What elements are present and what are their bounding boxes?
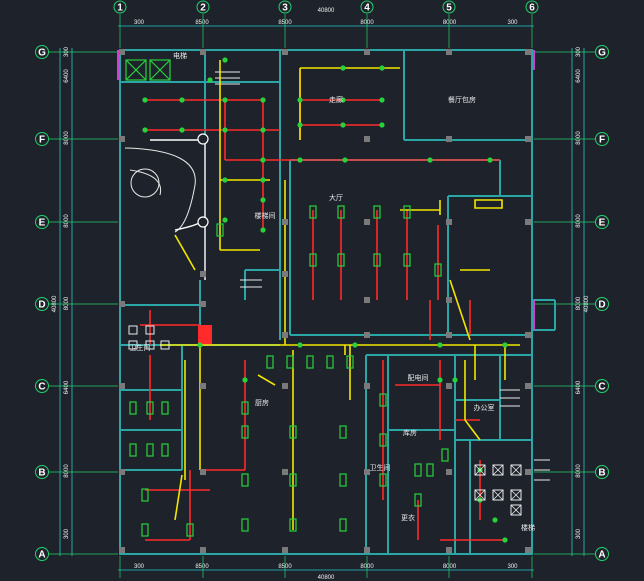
grid-label-col: 4 — [364, 3, 370, 14]
grid-bubble-row — [595, 132, 609, 146]
distribution-panel — [198, 325, 212, 345]
room-label: 楼梯 — [521, 523, 535, 532]
grid-bubble-row — [595, 465, 609, 479]
grid-label-row: G — [598, 48, 606, 59]
grid-label-row: B — [598, 468, 605, 479]
room-label: 办公室 — [474, 403, 495, 412]
grid-bubble-col — [278, 0, 292, 14]
right-dimension: 8000 — [576, 296, 582, 310]
grid-label-col: 5 — [446, 3, 452, 14]
bottom-dimension: 300 — [507, 564, 518, 570]
grid-label-col: 2 — [200, 3, 206, 14]
grid-bubble-row — [35, 45, 49, 59]
left-dimension: 6400 — [64, 380, 70, 394]
room-label: 厨房 — [255, 398, 269, 407]
grid-label-col: 3 — [282, 3, 288, 14]
yellow-circuits — [160, 60, 520, 530]
right-dimension: 6400 — [576, 69, 582, 83]
white-circuits — [150, 133, 209, 280]
bottom-dimension: 300 — [134, 564, 145, 570]
left-dimension: 6400 — [64, 69, 70, 83]
grid-bubble-row — [35, 465, 49, 479]
room-label: 更衣 — [401, 513, 415, 522]
grid-bubble-col — [442, 0, 456, 14]
grid-bubble-row — [35, 297, 49, 311]
stairs — [124, 71, 550, 481]
room-label: 电梯 — [173, 51, 187, 60]
top-dimension: 8500 — [195, 20, 209, 26]
grid-bubble-col — [113, 0, 127, 14]
grid-label-row: C — [598, 382, 605, 393]
room-label: 走廊 — [329, 95, 343, 104]
left-dimension: 8000 — [64, 214, 70, 228]
grid-axis-lines — [48, 14, 596, 578]
room-labels: 电梯走廊餐厅包房大厅楼梯间卫生间厨房配电间库房办公室卫生间更衣楼梯 — [130, 51, 536, 532]
grid-bubble-row — [595, 215, 609, 229]
grid-bubble-row — [595, 297, 609, 311]
grid-bubble-col — [360, 0, 374, 14]
red-circuits — [140, 70, 505, 541]
room-label: 卫生间 — [370, 463, 391, 472]
grid-bubble-col — [525, 0, 539, 14]
grid-bubble-row — [35, 132, 49, 146]
grid-label-row: B — [38, 468, 45, 479]
right-dimension: 8000 — [576, 464, 582, 478]
dimension-lines — [59, 25, 585, 571]
grid-label-row: F — [39, 135, 45, 146]
top-dimension: 8000 — [443, 20, 457, 26]
room-label: 大厅 — [329, 193, 343, 202]
top-dimension: 300 — [134, 20, 145, 26]
grid-bubble-row — [595, 379, 609, 393]
overall-dimension-top: 40800 — [318, 8, 335, 14]
elevator-shafts — [125, 59, 171, 81]
bottom-dimension: 8500 — [195, 564, 209, 570]
overall-dimension-bottom: 40800 — [318, 575, 335, 581]
right-dimension: 300 — [576, 528, 582, 539]
room-label: 库房 — [403, 428, 417, 437]
lighting-devices — [128, 57, 522, 543]
room-label: 配电间 — [408, 373, 429, 382]
right-dimension: 8000 — [576, 131, 582, 145]
grid-label-row: D — [38, 300, 45, 311]
grid-label-row: E — [599, 218, 606, 229]
grid-label-row: F — [599, 135, 605, 146]
grid-label-row: D — [598, 300, 605, 311]
grid-bubbles: 1 2 3 4 5 6G G F F E E D D C C B B A A — [35, 0, 609, 561]
grid-label-row: C — [38, 382, 45, 393]
grid-bubble-row — [35, 379, 49, 393]
grid-bubble-row — [35, 215, 49, 229]
left-dimension: 8000 — [64, 131, 70, 145]
grid-label-row: A — [38, 550, 45, 561]
grid-bubble-row — [595, 547, 609, 561]
grid-bubble-col — [196, 0, 210, 14]
grid-label-col: 1 — [117, 3, 123, 14]
right-dimension: 8000 — [576, 214, 582, 228]
grid-label-row: E — [39, 218, 46, 229]
right-dimension: 6400 — [576, 380, 582, 394]
grid-label-row: G — [38, 48, 46, 59]
grid-bubble-row — [595, 45, 609, 59]
bottom-dimension: 8000 — [443, 564, 457, 570]
edge-accents — [117, 50, 535, 330]
room-label: 餐厅包房 — [448, 95, 476, 104]
left-dimension: 8000 — [64, 464, 70, 478]
left-dimension: 300 — [64, 528, 70, 539]
grid-label-col: 6 — [529, 3, 535, 14]
room-label: 卫生间 — [130, 343, 151, 352]
left-dimension: 8000 — [64, 296, 70, 310]
grid-bubble-row — [35, 547, 49, 561]
grid-label-row: A — [598, 550, 605, 561]
structural-columns — [119, 49, 531, 553]
room-label: 楼梯间 — [255, 211, 276, 220]
top-dimension: 300 — [507, 20, 518, 26]
